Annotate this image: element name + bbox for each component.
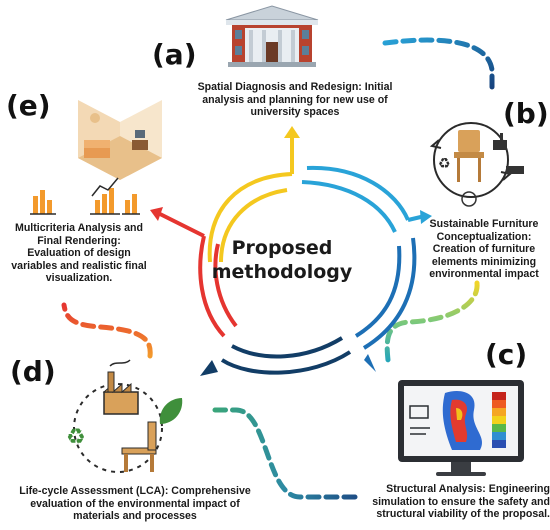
step-b-line: Conceptualization: <box>436 230 532 243</box>
center-title-line1: Proposed <box>231 237 333 259</box>
step-e-description: Multicriteria Analysis and Final Renderi… <box>4 222 154 285</box>
step-c-label: (c) <box>485 338 528 371</box>
step-c-line: structural viability of the proposal. <box>376 508 550 521</box>
cycle-arc-yellow <box>207 172 293 263</box>
step-a-line: analysis and planning for new use of <box>202 93 388 106</box>
step-e-label: (e) <box>6 89 51 122</box>
step-d-line: materials and processes <box>73 510 197 523</box>
step-a-label: (a) <box>152 38 197 71</box>
step-b-line: elements minimizing <box>431 255 537 268</box>
step-a-line: university spaces <box>250 106 340 119</box>
step-e-line: Multicriteria Analysis and <box>15 222 143 234</box>
step-c-line: simulation to ensure the safety and <box>372 495 550 508</box>
sustainable-chair-icon: ♻ <box>429 122 524 207</box>
arrow-to-b <box>420 210 432 224</box>
arrow-to-e <box>150 207 163 221</box>
connector-d-e <box>61 302 153 359</box>
cycle-arc-lightblue <box>306 165 410 221</box>
render-room-charts-icon <box>30 100 162 215</box>
step-d-label: (d) <box>10 355 56 388</box>
step-e-line: visualization. <box>45 272 113 285</box>
step-d-line: evaluation of the environmental impact o… <box>30 497 240 510</box>
step-d-description: Life-cycle Assessment (LCA): Comprehensi… <box>4 485 266 523</box>
connector-c-d <box>212 407 358 500</box>
arrow-to-a <box>284 126 300 138</box>
connector-b-c <box>384 280 480 363</box>
center-title: Proposed methodology <box>207 236 357 284</box>
structural-simulation-monitor-icon <box>398 380 524 476</box>
step-a-description: Spatial Diagnosis and Redesign: Initial … <box>190 81 400 119</box>
step-b-line: environmental impact <box>429 268 539 281</box>
cycle-arc-red <box>198 235 226 338</box>
step-b-label: (b) <box>503 97 549 130</box>
step-e-line: variables and realistic final <box>11 259 147 272</box>
step-a-line: Spatial Diagnosis and Redesign: Initial <box>197 81 393 93</box>
svg-text:♻: ♻ <box>438 156 451 172</box>
step-d-line: Life-cycle Assessment (LCA): Comprehensi… <box>19 485 251 497</box>
step-b-line: Creation of furniture <box>432 243 536 256</box>
life-cycle-assessment-icon: ♻ <box>66 359 183 473</box>
step-e-line: Final Rendering: <box>37 234 121 247</box>
connector-a-b <box>382 37 495 95</box>
university-building-icon <box>225 5 319 67</box>
step-c-line: Structural Analysis: Engineering <box>386 483 550 495</box>
svg-text:♻: ♻ <box>66 425 86 450</box>
step-b-line: Sustainable Furniture <box>429 218 539 230</box>
center-title-line2: methodology <box>211 261 353 283</box>
arrow-to-d <box>200 360 218 376</box>
cycle-arc-navy <box>220 350 352 375</box>
step-c-description: Structural Analysis: Engineering simulat… <box>344 483 550 521</box>
arrow-to-c <box>364 354 376 372</box>
step-e-line: Evaluation of design <box>27 247 131 260</box>
cycle-arc-blue <box>362 237 417 350</box>
step-b-description: Sustainable Furniture Conceptualization:… <box>418 218 550 281</box>
